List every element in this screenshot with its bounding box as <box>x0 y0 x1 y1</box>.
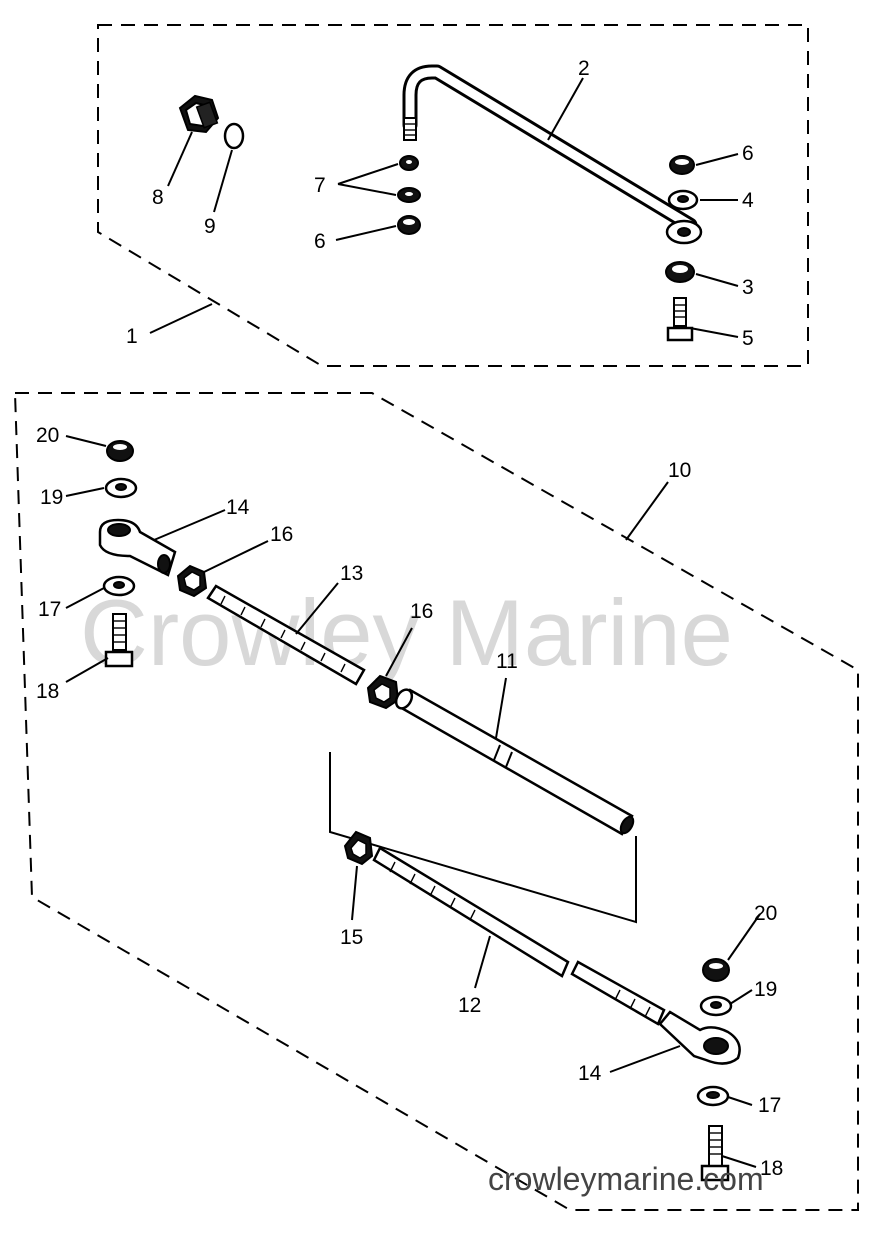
link-rod-part-2 <box>402 64 703 245</box>
callout-6b: 6 <box>314 230 326 253</box>
leader-lines <box>65 77 761 1168</box>
callout-5: 5 <box>742 327 754 350</box>
callout-16b: 16 <box>410 600 433 623</box>
washer-part-19-upper <box>104 477 138 499</box>
callout-13: 13 <box>340 562 363 585</box>
washer-part-4 <box>667 189 699 211</box>
callout-18b: 18 <box>760 1157 783 1180</box>
callout-11: 11 <box>496 650 518 673</box>
callout-3: 3 <box>742 276 754 299</box>
nut-part-15 <box>343 830 374 866</box>
group-10-boundary <box>13 392 859 1211</box>
washers-part-7 <box>397 155 421 203</box>
callout-19a: 19 <box>40 486 63 509</box>
watermark-text: Crowley Marine <box>80 580 733 685</box>
callout-labels: 1 2 6 4 3 5 7 6 8 9 10 20 19 14 16 17 18… <box>36 57 783 1180</box>
callout-17b: 17 <box>758 1094 781 1117</box>
callout-18a: 18 <box>36 680 59 703</box>
bolt-part-5 <box>666 297 694 342</box>
o-ring-part-9 <box>223 122 245 150</box>
nut-part-6-left <box>397 215 421 235</box>
callout-8: 8 <box>152 186 164 209</box>
washer-part-17-upper <box>102 575 136 597</box>
sub-assembly-11-boundary <box>329 752 637 924</box>
watermark-url: crowleymarine.com <box>488 1161 764 1197</box>
nut-part-20-upper <box>106 440 134 462</box>
callout-12: 12 <box>458 994 481 1017</box>
threaded-rod-part-13 <box>206 584 366 686</box>
callout-15: 15 <box>340 926 363 949</box>
rod-end-part-14-upper <box>98 518 177 577</box>
callout-20b: 20 <box>754 902 777 925</box>
tube-part-11 <box>394 688 635 836</box>
bolt-part-18-lower <box>700 1125 730 1182</box>
washer-part-17-lower <box>696 1085 730 1107</box>
threaded-rod-part-12 <box>372 846 666 1026</box>
callout-19b: 19 <box>754 978 777 1001</box>
callout-1: 1 <box>126 325 138 348</box>
locknut-part-16-upper <box>176 564 208 598</box>
bushing-part-3 <box>665 261 695 283</box>
nut-part-20-lower <box>702 958 730 982</box>
callout-9: 9 <box>204 215 216 238</box>
callout-4: 4 <box>742 189 754 212</box>
callout-14a: 14 <box>226 496 250 519</box>
callout-16a: 16 <box>270 523 293 546</box>
callout-6a: 6 <box>742 142 754 165</box>
group-1-boundary <box>97 24 809 367</box>
callout-20a: 20 <box>36 424 59 447</box>
rod-end-part-14-lower <box>658 1010 741 1065</box>
callout-14b: 14 <box>578 1062 602 1085</box>
bolt-part-18-upper <box>104 613 134 668</box>
nut-part-6-right <box>669 155 695 175</box>
callout-2: 2 <box>578 57 590 80</box>
callout-17a: 17 <box>38 598 61 621</box>
callout-10: 10 <box>668 459 691 482</box>
washer-part-19-lower <box>699 995 733 1017</box>
callout-7: 7 <box>314 174 326 197</box>
nut-part-8 <box>178 94 220 134</box>
